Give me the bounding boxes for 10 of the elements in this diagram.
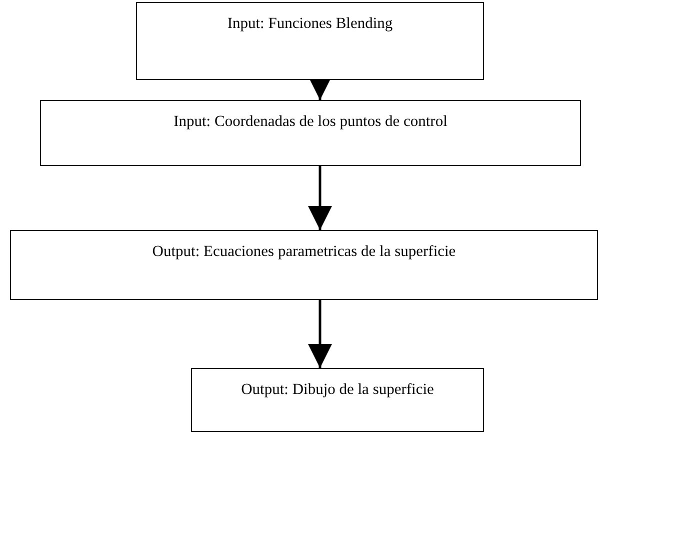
process-box [10, 230, 598, 300]
process-box [40, 100, 581, 166]
arrow [308, 300, 332, 368]
process-box [191, 368, 484, 432]
box-label: Input: Funciones Blending [227, 15, 393, 33]
arrow [308, 166, 332, 230]
box-label: Input: Coordenadas de los puntos de control [174, 113, 448, 131]
box-label: Output: Ecuaciones parametricas de la superficie [152, 243, 456, 261]
box-label: Output: Dibujo de la superficie [241, 381, 434, 399]
process-box [136, 2, 484, 80]
